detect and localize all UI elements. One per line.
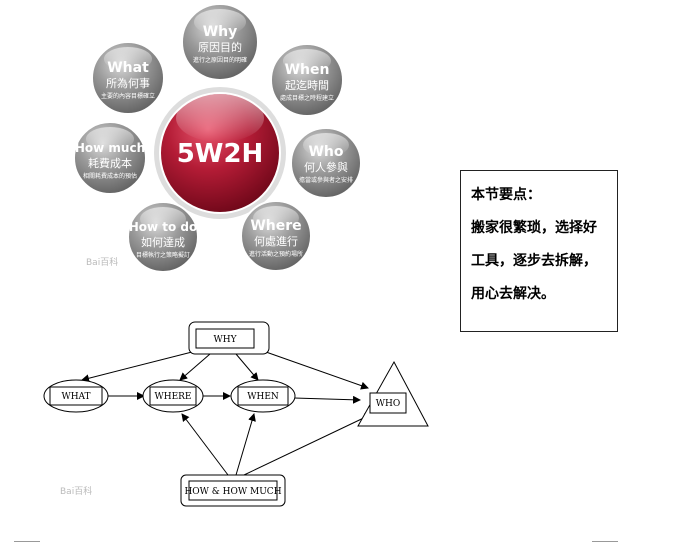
bubble-graphic: 5W2H Why 原因目的 進行之原因目的明確 When 起迄時間 處成目標之時… [73, 3, 362, 273]
arrow-why-who [265, 351, 369, 390]
hub-circle: 5W2H [154, 87, 286, 219]
bubble-why: Why 原因目的 進行之原因目的明確 [181, 3, 259, 81]
bubble-why-sub: 進行之原因目的明確 [193, 56, 247, 64]
arrow-why-where [179, 353, 211, 381]
bubble-when-sub: 處成目標之時程建立 [280, 94, 334, 102]
flow-node-where: WHERE [142, 379, 204, 413]
flow-diagram: WHY WHAT WHERE WHEN WHO [43, 321, 429, 507]
hub-label: 5W2H [177, 139, 264, 169]
bubble-when-main: 起迄時間 [285, 78, 329, 92]
bubble-what: What 所為何事 主要的內容目標確立 [91, 41, 165, 115]
bubble-how-much-sub: 相關耗費成本的預估 [83, 172, 137, 180]
key-points-title: 本节要点： [471, 187, 541, 203]
key-points-line-2: 工具，逐步去拆解， [471, 253, 597, 269]
watermark-top: Bai百科 [86, 256, 118, 268]
flow-label-who: WHO [376, 399, 400, 409]
flow-label-why: WHY [213, 335, 237, 345]
flow-label-when: WHEN [247, 392, 279, 402]
flow-label-how: HOW & HOW MUCH [184, 487, 281, 497]
bubble-who-title: Who [308, 144, 343, 160]
bubble-what-title: What [107, 60, 149, 76]
flow-node-when: WHEN [230, 379, 296, 413]
watermark-bottom: Bai百科 [60, 485, 92, 497]
flow-node-why: WHY [188, 321, 270, 355]
flow-label-what: WHAT [61, 392, 90, 402]
bubble-who: Who 何人參與 擔當或參與者之安排 [290, 127, 362, 199]
arrow-when-who [293, 395, 361, 404]
arrow-how-when [235, 413, 256, 476]
bubble-how-to-do-main: 如何達成 [141, 235, 185, 249]
arrow-how-who [243, 413, 373, 476]
bubble-where: Where 何處進行 進行活動之預約場所 [240, 200, 312, 272]
bubble-who-main: 何人參與 [304, 160, 348, 174]
bubble-how-much-title: How much [75, 141, 145, 155]
key-points-line-3: 用心去解决。 [471, 286, 555, 302]
key-points-line-1: 搬家很繁琐，选择好 [471, 220, 597, 236]
flow-node-who: WHO [357, 360, 429, 427]
bubble-where-main: 何處進行 [254, 234, 298, 248]
arrow-how-where [181, 413, 229, 476]
bubble-how-to-do-title: How to do [129, 220, 198, 234]
bubble-what-main: 所為何事 [106, 76, 150, 90]
arrow-why-when [235, 353, 259, 381]
bubble-who-sub: 擔當或參與者之安排 [299, 176, 353, 184]
page-corner-right [592, 541, 618, 548]
bubble-why-main: 原因目的 [198, 40, 242, 54]
bubble-how-much: How much 耗費成本 相關耗費成本的預估 [73, 121, 147, 195]
key-points-box: 本节要点： 搬家很繁琐，选择好 工具，逐步去拆解， 用心去解决。 [460, 170, 618, 332]
bubble-where-title: Where [250, 218, 301, 234]
bubble-where-sub: 進行活動之預約場所 [249, 250, 303, 258]
bubble-when-title: When [285, 62, 330, 78]
flow-label-where: WHERE [154, 392, 191, 402]
bubble-how-much-main: 耗費成本 [88, 156, 132, 170]
bubble-what-sub: 主要的內容目標確立 [101, 92, 155, 100]
bubble-when: When 起迄時間 處成目標之時程建立 [270, 43, 344, 117]
page-corner-left [14, 541, 40, 548]
bubble-how-to-do-sub: 目標執行之策略擬訂 [136, 251, 190, 259]
bubble-why-title: Why [203, 24, 238, 40]
bubble-how-to-do: How to do 如何達成 目標執行之策略擬訂 [127, 201, 199, 273]
flow-arrows [81, 351, 373, 476]
flow-node-how: HOW & HOW MUCH [180, 474, 286, 507]
arrow-why-what [81, 351, 193, 383]
flow-node-what: WHAT [43, 379, 109, 413]
